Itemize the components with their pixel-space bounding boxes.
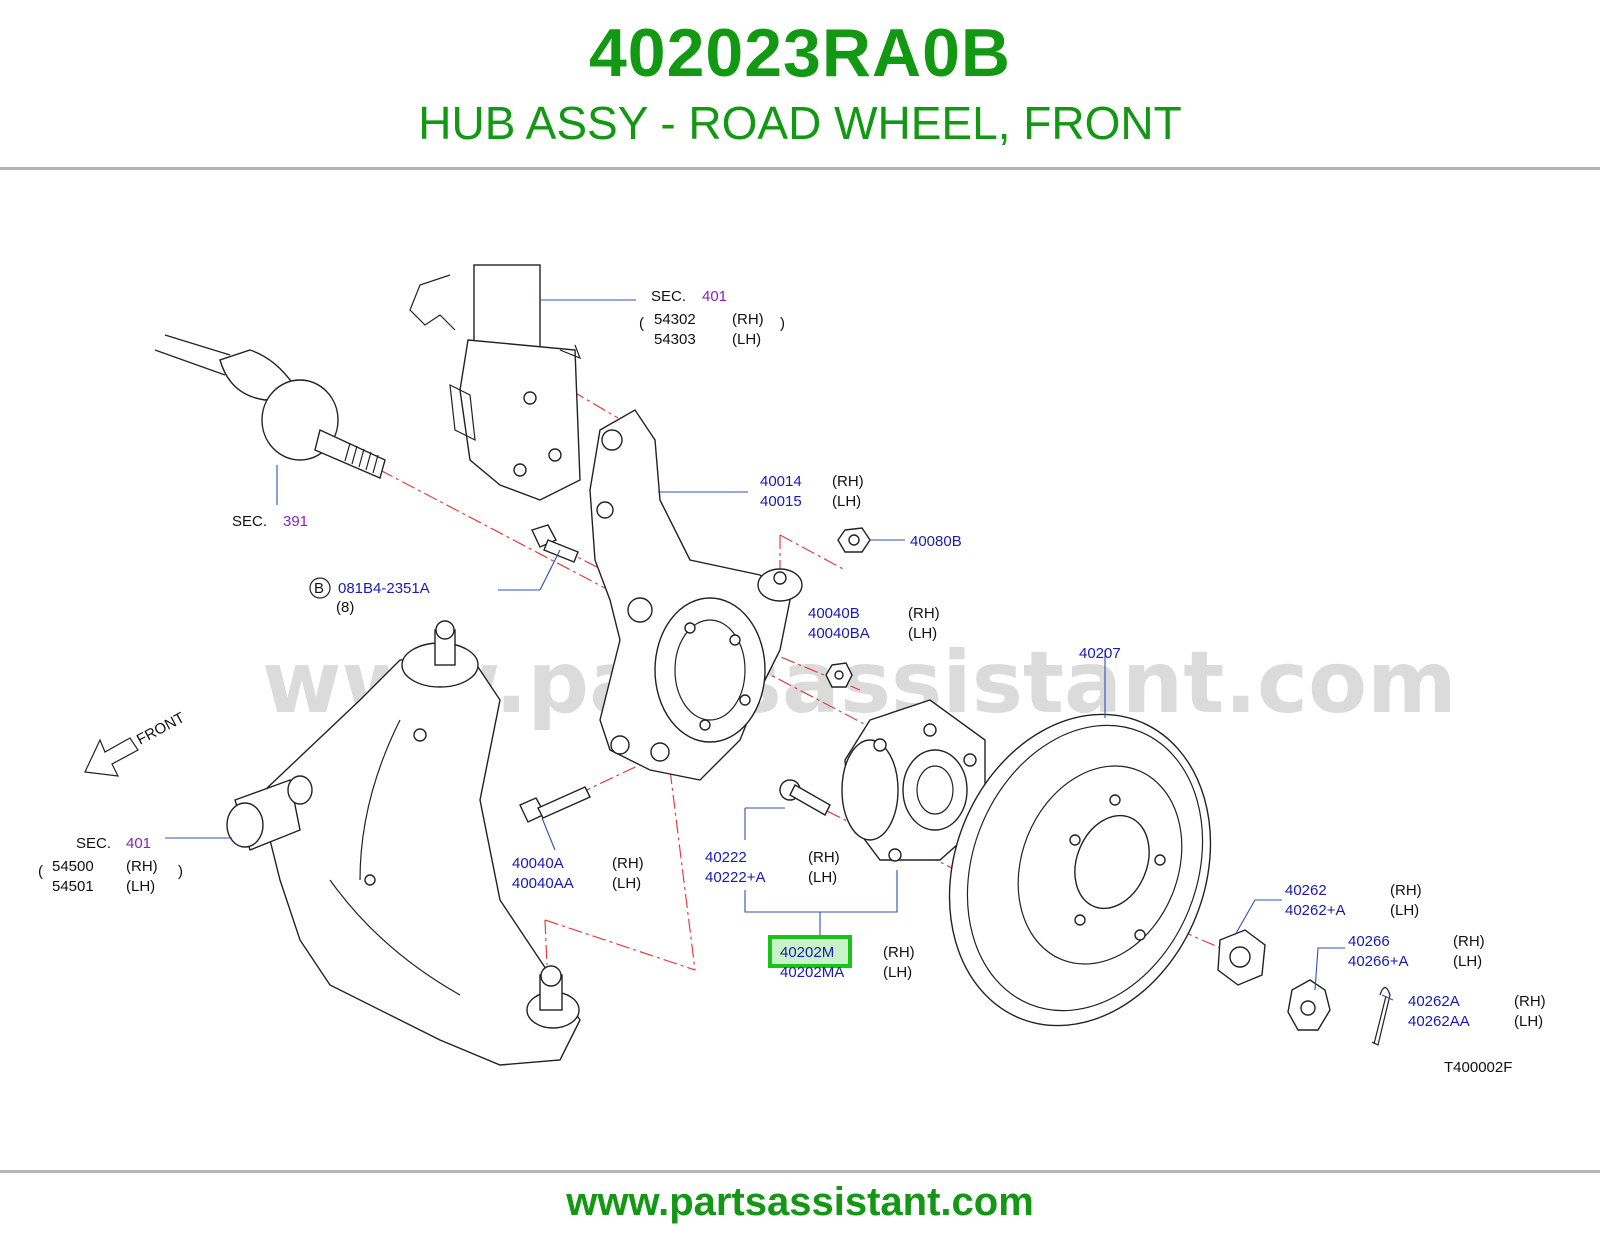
svg-text:40040B: 40040B bbox=[808, 605, 860, 622]
svg-text:40015: 40015 bbox=[760, 493, 802, 510]
lower-control-arm bbox=[226, 620, 581, 1066]
brake-rotor bbox=[948, 713, 1212, 1027]
label-40040a: 40040A (RH) 40040AA (LH) bbox=[512, 855, 644, 892]
svg-text:40262A: 40262A bbox=[1408, 993, 1460, 1010]
label-40262: 40262 (RH) 40262+A (LH) bbox=[1285, 882, 1422, 919]
strut-nut-40080b bbox=[837, 527, 871, 553]
svg-text:(LH): (LH) bbox=[883, 964, 912, 981]
svg-text:(RH): (RH) bbox=[1390, 882, 1422, 899]
strut-assembly bbox=[409, 264, 582, 501]
label-40040b: 40040B (RH) 40040BA (LH) bbox=[808, 605, 940, 642]
svg-text:SEC.: SEC. bbox=[651, 288, 686, 305]
svg-text:40266+A: 40266+A bbox=[1348, 953, 1408, 970]
steering-knuckle bbox=[589, 409, 803, 781]
label-40080b: 40080B bbox=[910, 533, 962, 550]
svg-text:(LH): (LH) bbox=[908, 625, 937, 642]
svg-text:B: B bbox=[314, 580, 324, 597]
svg-text:(LH): (LH) bbox=[832, 493, 861, 510]
svg-text:401: 401 bbox=[126, 835, 151, 852]
svg-text:(RH): (RH) bbox=[1514, 993, 1546, 1010]
svg-text:40262AA: 40262AA bbox=[1408, 1013, 1470, 1030]
svg-text:40202MA: 40202MA bbox=[780, 964, 844, 981]
svg-text:40207: 40207 bbox=[1079, 645, 1121, 662]
svg-text:(LH): (LH) bbox=[126, 878, 155, 895]
lock-nut-40266 bbox=[1287, 979, 1331, 1031]
hub-bolt-40222 bbox=[779, 779, 831, 816]
label-sec-401-arm: SEC. 401 ( 54500 (RH) 54501 (LH) ) bbox=[38, 835, 183, 895]
svg-text:(: ( bbox=[38, 863, 43, 880]
svg-text:081B4-2351A: 081B4-2351A bbox=[338, 580, 430, 597]
svg-text:40222: 40222 bbox=[705, 849, 747, 866]
svg-text:SEC.: SEC. bbox=[232, 513, 267, 530]
svg-text:(LH): (LH) bbox=[1514, 1013, 1543, 1030]
part-description: HUB ASSY - ROAD WHEEL, FRONT bbox=[418, 97, 1182, 149]
hub-nut-40262 bbox=[1217, 929, 1266, 986]
front-direction-arrow: FRONT bbox=[84, 709, 188, 777]
svg-text:(RH): (RH) bbox=[612, 855, 644, 872]
svg-text:): ) bbox=[780, 315, 785, 332]
svg-text:SEC.: SEC. bbox=[76, 835, 111, 852]
label-40262a: 40262A (RH) 40262AA (LH) bbox=[1408, 993, 1546, 1030]
svg-text:40080B: 40080B bbox=[910, 533, 962, 550]
svg-text:40014: 40014 bbox=[760, 473, 802, 490]
label-40222: 40222 (RH) 40222+A (LH) bbox=[705, 849, 840, 886]
label-40202m[interactable]: 40202M (RH) 40202MA (LH) bbox=[768, 935, 915, 981]
svg-text:40262+A: 40262+A bbox=[1285, 902, 1345, 919]
footer-website-link[interactable]: www.partsassistant.com bbox=[566, 1180, 1034, 1224]
label-sec-391: SEC. 391 bbox=[232, 513, 308, 530]
svg-text:(RH): (RH) bbox=[883, 944, 915, 961]
label-40207: 40207 bbox=[1079, 645, 1121, 662]
svg-text:54501: 54501 bbox=[52, 878, 94, 895]
cotter-pin-40262a bbox=[1371, 986, 1391, 1046]
svg-text:(RH): (RH) bbox=[832, 473, 864, 490]
diagram-code: T400002F bbox=[1444, 1059, 1512, 1076]
svg-text:40262: 40262 bbox=[1285, 882, 1327, 899]
leader-lines bbox=[165, 299, 1394, 1001]
label-40266: 40266 (RH) 40266+A (LH) bbox=[1348, 933, 1485, 970]
bolt-40040a bbox=[519, 786, 591, 823]
svg-text:54302: 54302 bbox=[654, 311, 696, 328]
svg-text:40266: 40266 bbox=[1348, 933, 1390, 950]
footer-divider bbox=[0, 1170, 1600, 1173]
svg-text:391: 391 bbox=[283, 513, 308, 530]
svg-text:40040BA: 40040BA bbox=[808, 625, 870, 642]
header: 402023RA0B HUB ASSY - ROAD WHEEL, FRONT bbox=[0, 0, 1600, 170]
svg-text:(LH): (LH) bbox=[1453, 953, 1482, 970]
front-label: FRONT bbox=[134, 709, 188, 748]
svg-text:(LH): (LH) bbox=[612, 875, 641, 892]
svg-text:54303: 54303 bbox=[654, 331, 696, 348]
svg-text:(RH): (RH) bbox=[732, 311, 764, 328]
svg-text:(8): (8) bbox=[336, 599, 354, 616]
svg-text:54500: 54500 bbox=[52, 858, 94, 875]
svg-text:40040A: 40040A bbox=[512, 855, 564, 872]
svg-text:(LH): (LH) bbox=[1390, 902, 1419, 919]
svg-text:(: ( bbox=[639, 315, 644, 332]
label-sec-401-strut: SEC. 401 ( 54302 (RH) 54303 (LH) ) bbox=[639, 288, 785, 348]
svg-text:(RH): (RH) bbox=[908, 605, 940, 622]
svg-text:(LH): (LH) bbox=[732, 331, 761, 348]
header-divider bbox=[0, 167, 1600, 170]
svg-text:401: 401 bbox=[702, 288, 727, 305]
drive-shaft bbox=[154, 334, 386, 479]
svg-text:(RH): (RH) bbox=[126, 858, 158, 875]
nut-40040b bbox=[825, 662, 853, 688]
label-081b4-callout: B 081B4-2351A (8) bbox=[309, 577, 430, 616]
label-40014: 40014 (RH) 40015 (LH) bbox=[760, 473, 864, 510]
svg-text:): ) bbox=[178, 863, 183, 880]
svg-text:40040AA: 40040AA bbox=[512, 875, 574, 892]
part-number-title: 402023RA0B bbox=[588, 15, 1012, 91]
highlighted-part-number[interactable]: 40202M bbox=[780, 944, 834, 961]
knuckle-bolt-081b4 bbox=[531, 524, 579, 563]
highlight-box[interactable] bbox=[768, 935, 852, 968]
hub-assembly bbox=[841, 699, 986, 862]
svg-text:(RH): (RH) bbox=[1453, 933, 1485, 950]
svg-text:(RH): (RH) bbox=[808, 849, 840, 866]
svg-text:(LH): (LH) bbox=[808, 869, 837, 886]
svg-text:40222+A: 40222+A bbox=[705, 869, 765, 886]
